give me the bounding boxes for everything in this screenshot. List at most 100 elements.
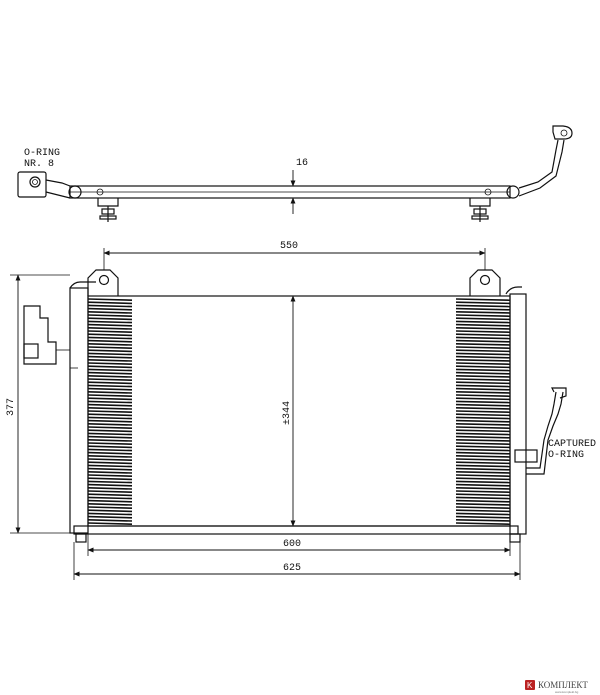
fins-left	[87, 298, 133, 525]
left-mount-bracket	[97, 198, 119, 207]
fin-left	[87, 333, 133, 337]
fin-left	[87, 368, 133, 372]
bottom-left-foot	[75, 533, 87, 543]
left-top-bracket	[87, 269, 119, 296]
oring-top-label-line1: O-RING	[24, 148, 60, 159]
captured-label-line2: O-RING	[548, 450, 584, 461]
fin-left	[87, 375, 133, 378]
right-header-cap	[505, 286, 522, 295]
fin-right	[455, 368, 511, 372]
watermark-tagline: www.komplekt.bg	[555, 690, 579, 694]
fin-left	[87, 429, 133, 433]
bottom-rail	[73, 525, 519, 535]
fin-right	[455, 407, 511, 410]
fin-left	[87, 327, 133, 330]
fin-left	[87, 378, 133, 381]
fin-right	[455, 333, 511, 337]
fin-right	[455, 397, 511, 401]
left-mount-washer	[99, 215, 117, 220]
fin-left	[87, 323, 133, 327]
fin-right	[455, 343, 511, 346]
fin-right	[455, 317, 511, 321]
fin-left	[87, 349, 133, 353]
fin-right	[455, 365, 511, 369]
fin-left	[87, 445, 133, 449]
fin-right	[455, 311, 511, 314]
fin-right	[455, 410, 511, 413]
fin-left	[87, 503, 133, 506]
dimensions	[10, 248, 521, 580]
fin-right	[455, 451, 511, 455]
watermark: K КОМПЛЕКТ www.komplekt.bg	[525, 680, 588, 694]
fin-left	[87, 519, 133, 522]
right-mount-bracket	[469, 198, 491, 207]
fin-left	[87, 419, 133, 423]
fin-left	[87, 355, 133, 359]
right-outlet-end	[551, 387, 567, 399]
dim-depth-label: 16	[296, 158, 308, 169]
fin-right	[455, 432, 511, 436]
fin-left	[87, 307, 133, 311]
fin-left	[87, 359, 133, 362]
fin-right	[455, 362, 511, 365]
fin-right	[455, 435, 511, 439]
fin-right	[455, 519, 511, 522]
fin-right	[455, 403, 511, 407]
watermark-logo-icon	[525, 680, 535, 690]
fin-right	[455, 439, 511, 442]
fin-right	[455, 455, 511, 458]
left-fitting-port	[29, 176, 41, 188]
left-fitting-port-inner	[32, 179, 38, 185]
fin-left	[87, 314, 133, 317]
dim-550-label: 550	[280, 241, 298, 252]
fin-left	[87, 346, 133, 349]
fin-right	[455, 323, 511, 327]
fin-right	[455, 471, 511, 474]
bottom-right-foot	[509, 533, 521, 543]
fin-right	[455, 461, 511, 465]
right-fitting-nut	[506, 185, 520, 199]
fin-left	[87, 435, 133, 439]
right-outlet-pipe-b	[526, 391, 564, 475]
left-mount-nut	[101, 208, 115, 215]
fin-left	[87, 512, 133, 516]
fin-right	[455, 483, 511, 487]
fin-right	[455, 458, 511, 461]
fin-left	[87, 365, 133, 369]
fin-right	[455, 349, 511, 353]
fin-left	[87, 483, 133, 487]
fin-left	[87, 423, 133, 426]
left-inlet-fitting	[23, 305, 57, 365]
fin-right	[455, 445, 511, 449]
fin-right	[455, 400, 511, 404]
fin-left	[87, 506, 133, 509]
fin-right	[455, 464, 511, 468]
left-fitting-pipe	[45, 179, 71, 199]
fin-right	[455, 320, 511, 324]
right-mount-washer	[471, 215, 489, 220]
condenser-core	[87, 295, 511, 527]
fin-right	[455, 387, 511, 391]
fin-left	[87, 442, 133, 445]
fin-left	[87, 522, 133, 525]
fin-right	[455, 509, 511, 513]
fin-left	[87, 413, 133, 417]
labels: O-RING NR. 8 16 550 ±344 377 600 625 CAP…	[6, 148, 596, 574]
fin-right	[455, 352, 511, 356]
left-bolt-hole	[96, 188, 104, 196]
fin-left	[87, 339, 133, 343]
fin-left	[87, 330, 133, 333]
right-outlet-pipe-a	[526, 391, 557, 469]
fin-left	[87, 371, 133, 375]
dim-625-label: 625	[283, 563, 301, 574]
fin-right	[455, 330, 511, 333]
fin-left	[87, 480, 133, 484]
captured-label-line1: CAPTURED	[548, 439, 596, 450]
fin-left	[87, 381, 133, 385]
fin-right	[455, 378, 511, 381]
fin-right	[455, 314, 511, 317]
fin-right	[455, 346, 511, 349]
fin-right	[455, 304, 511, 308]
fin-right	[455, 448, 511, 452]
watermark-brand: КОМПЛЕКТ	[538, 680, 588, 690]
